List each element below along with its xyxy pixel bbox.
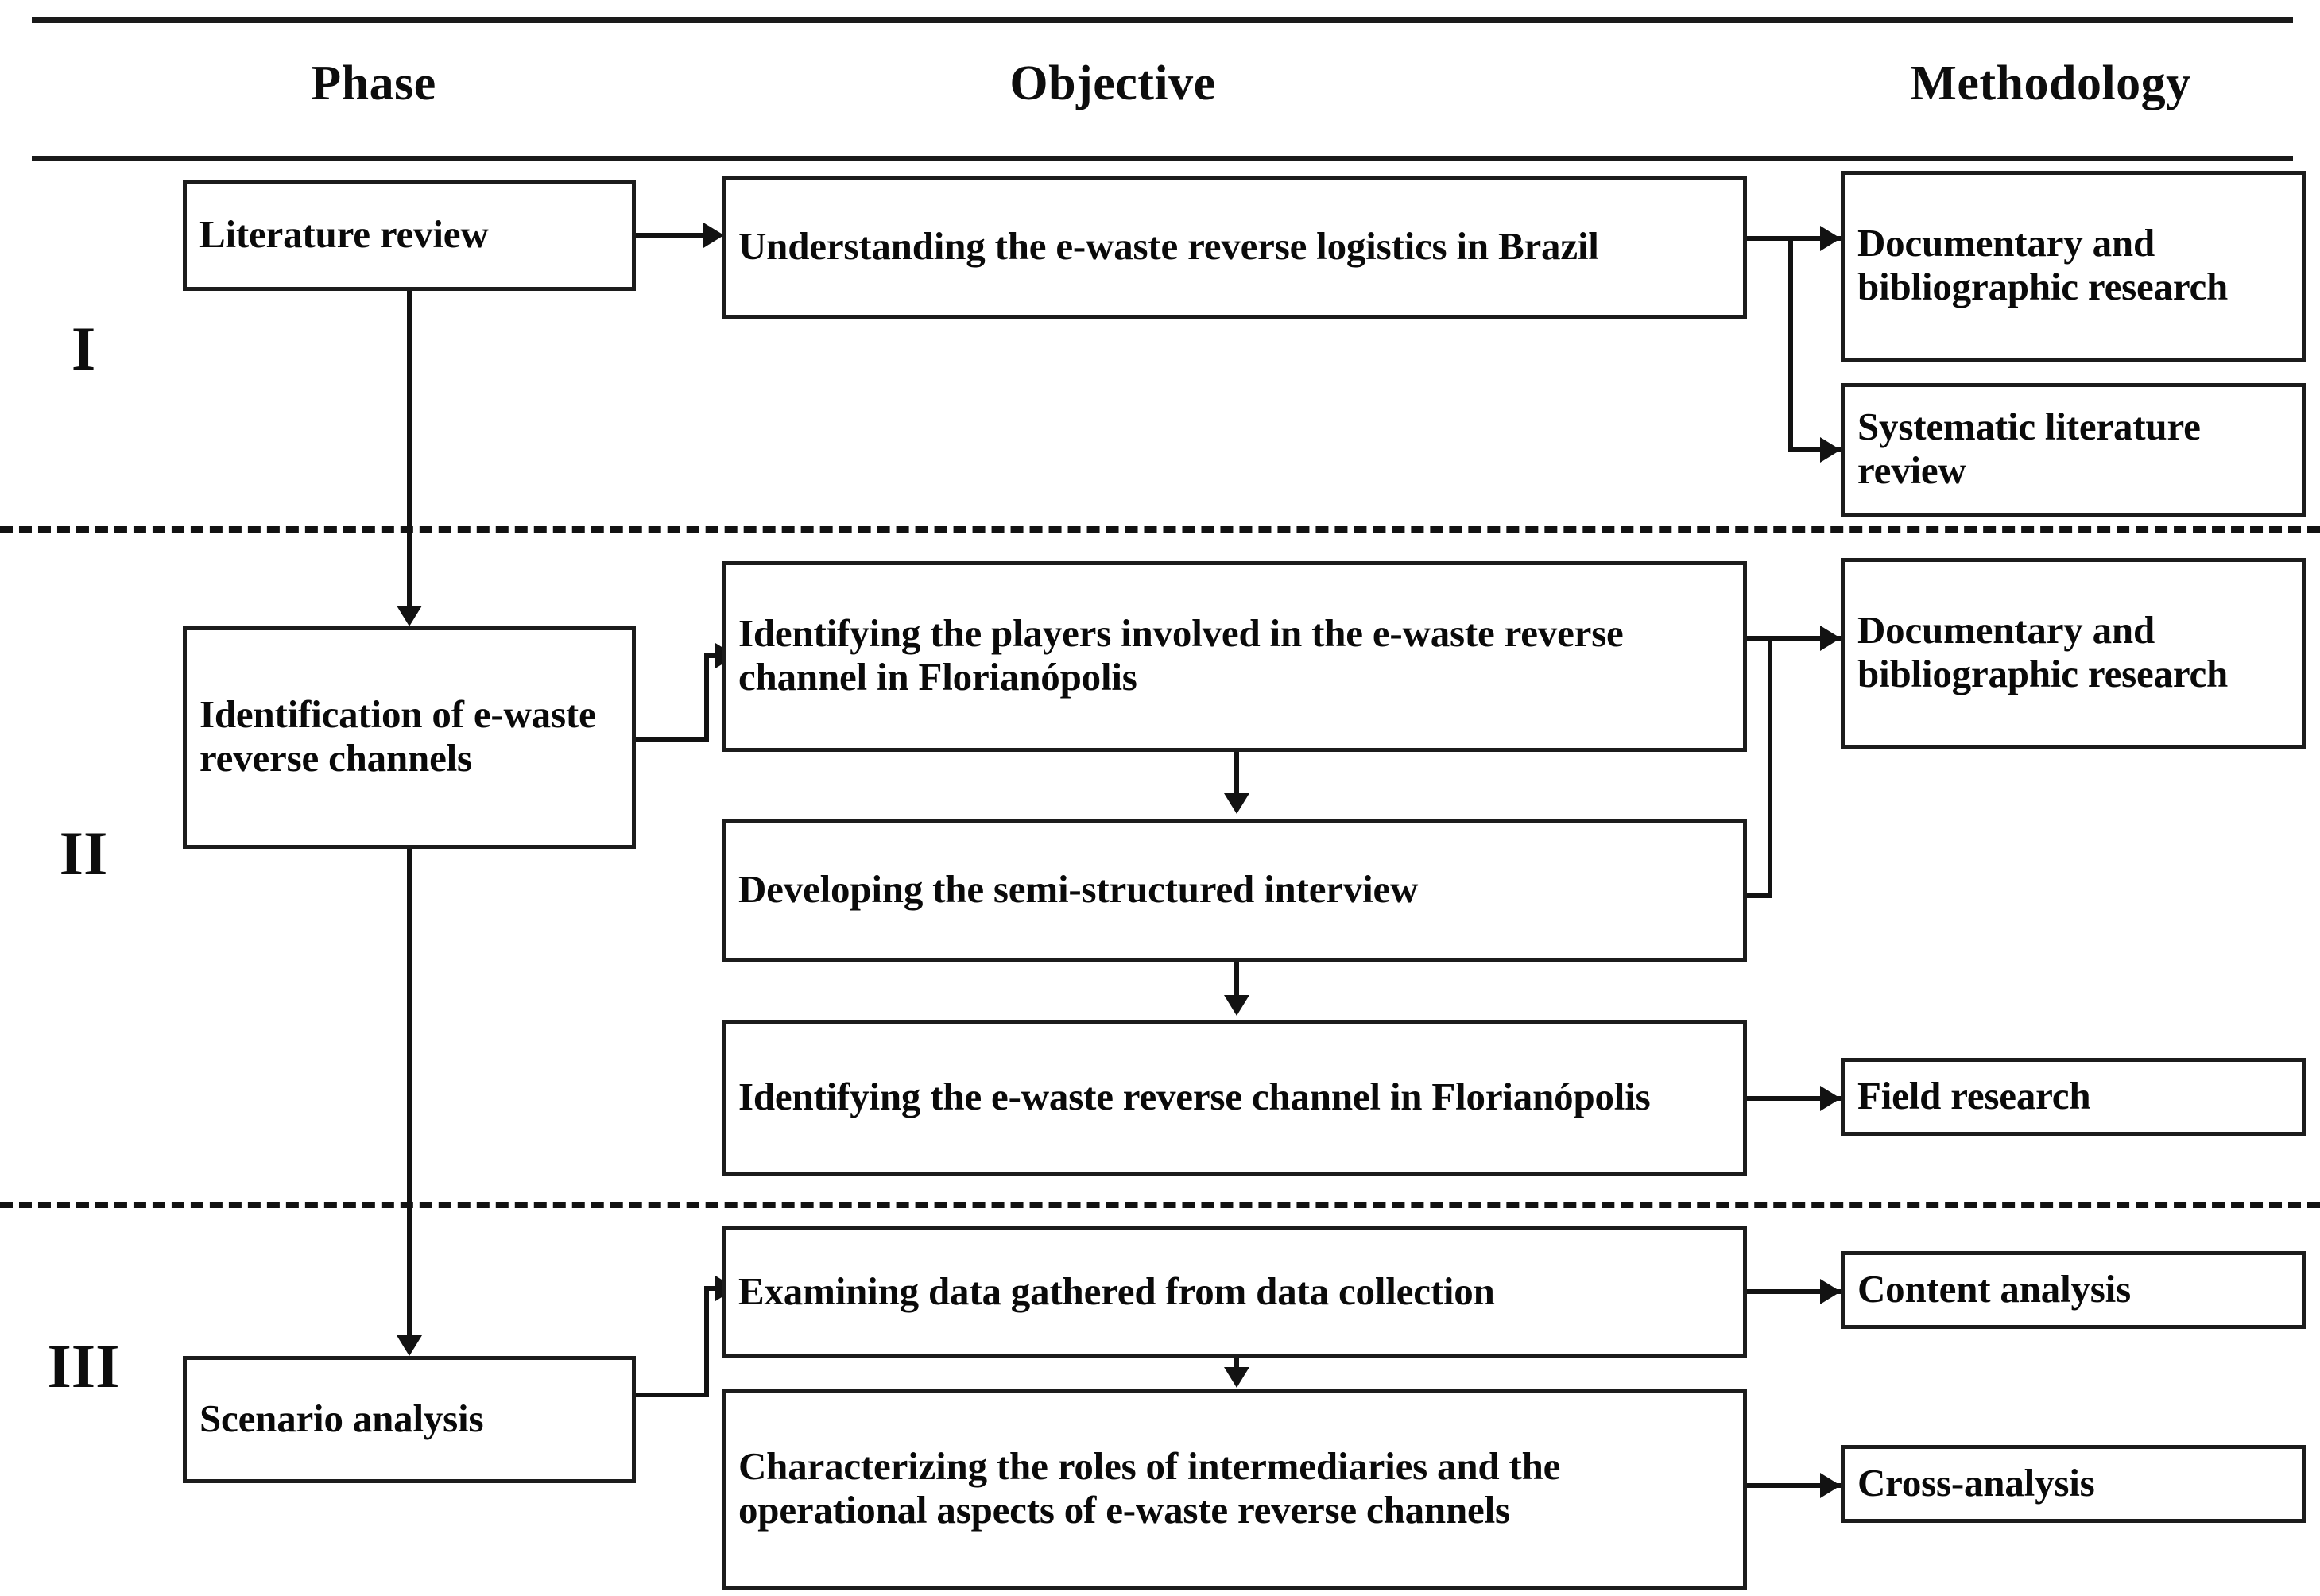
- arrowhead-p1-meth-1: [1820, 226, 1841, 251]
- methodology-box-p1-1[interactable]: Documentary and bibliographic research: [1841, 171, 2306, 362]
- phase-box-label-2: Identification of e-waste reverse channe…: [199, 692, 596, 780]
- column-header-methodology: Methodology: [1910, 56, 2191, 110]
- connector-p1-phase-to-obj: [636, 233, 703, 238]
- arrowhead-p1-meth-2: [1820, 437, 1841, 463]
- connector-p2-obj1-to-meth: [1747, 636, 1842, 641]
- arrowhead-p3-meth-2: [1820, 1473, 1841, 1498]
- objective-label-p1-1: Understanding the e-waste reverse logist…: [738, 223, 1599, 268]
- arrowhead-p2-obj1-to-obj2: [1224, 793, 1249, 814]
- objective-box-p2-2[interactable]: Developing the semi-structured interview: [722, 819, 1747, 962]
- objective-box-p1-1[interactable]: Understanding the e-waste reverse logist…: [722, 176, 1747, 319]
- phase-numeral-2: II: [59, 819, 108, 888]
- connector-p1-obj-drop: [1788, 236, 1793, 452]
- objective-label-p2-2: Developing the semi-structured interview: [738, 866, 1419, 911]
- header-bottom-rule: [32, 156, 2293, 161]
- phase-numeral-3: III: [47, 1331, 120, 1400]
- connector-p1-obj-to-meth-top: [1747, 236, 1842, 241]
- methodology-box-p2-1[interactable]: Documentary and bibliographic research: [1841, 558, 2306, 749]
- arrowhead-p3-meth-1: [1820, 1279, 1841, 1304]
- connector-p2-phase-v: [704, 653, 709, 742]
- connector-p3-phase-v: [704, 1286, 709, 1397]
- methodology-box-p3-2[interactable]: Cross-analysis: [1841, 1445, 2306, 1523]
- arrowhead-p2-to-p3: [397, 1335, 422, 1356]
- methodology-label-p3-1: Content analysis: [1857, 1266, 2131, 1311]
- phase-box-label-3: Scenario analysis: [199, 1396, 484, 1440]
- connector-p2-phase-h1: [636, 737, 709, 742]
- methodology-label-p1-1: Documentary and bibliographic research: [1857, 221, 2229, 308]
- arrowhead-p2-obj2-to-obj3: [1224, 995, 1249, 1016]
- objective-box-p3-2[interactable]: Characterizing the roles of intermediari…: [722, 1389, 1747, 1590]
- connector-p1-obj-to-meth-bottom: [1788, 447, 1842, 452]
- methodology-label-p1-2: Systematic literature review: [1857, 405, 2201, 492]
- methodology-label-p2-1: Documentary and bibliographic research: [1857, 608, 2229, 695]
- connector-p3-phase-h1: [636, 1393, 709, 1397]
- objective-label-p2-3: Identifying the e-waste reverse channel …: [738, 1074, 1651, 1118]
- phase-box-identification[interactable]: Identification of e-waste reverse channe…: [183, 626, 636, 849]
- phase-box-literature-review[interactable]: Literature review: [183, 180, 636, 291]
- column-header-phase: Phase: [311, 56, 436, 110]
- objective-label-p2-1: Identifying the players involved in the …: [738, 611, 1624, 699]
- methodology-box-p2-2[interactable]: Field research: [1841, 1058, 2306, 1136]
- connector-p3-obj1-to-meth: [1747, 1289, 1844, 1294]
- phase-numeral-1: I: [71, 314, 96, 383]
- phase-divider-2: [0, 1202, 2320, 1208]
- arrowhead-p1-to-p2: [397, 606, 422, 626]
- connector-p3-obj2-to-meth: [1747, 1483, 1844, 1488]
- arrowhead-p2-meth-2: [1820, 1086, 1841, 1111]
- objective-label-p3-2: Characterizing the roles of intermediari…: [738, 1444, 1561, 1532]
- methodology-box-p1-2[interactable]: Systematic literature review: [1841, 383, 2306, 517]
- connector-p3-obj1-to-obj2: [1234, 1358, 1239, 1374]
- arrowhead-p1-phase-to-obj: [703, 223, 724, 248]
- phase-box-label-1: Literature review: [199, 211, 489, 256]
- connector-p1-to-p2-trunk: [407, 291, 412, 611]
- arrowhead-p2-meth-1: [1820, 626, 1841, 651]
- connector-p2-obj2-to-merge: [1747, 893, 1772, 898]
- phase-box-scenario-analysis[interactable]: Scenario analysis: [183, 1356, 636, 1483]
- objective-box-p2-1[interactable]: Identifying the players involved in the …: [722, 561, 1747, 752]
- header-top-rule: [32, 17, 2293, 23]
- connector-p2-merge-v: [1768, 636, 1772, 898]
- objective-box-p2-3[interactable]: Identifying the e-waste reverse channel …: [722, 1020, 1747, 1176]
- connector-p2-obj1-to-obj2: [1234, 752, 1239, 798]
- objective-box-p3-1[interactable]: Examining data gathered from data collec…: [722, 1226, 1747, 1358]
- column-header-objective: Objective: [1009, 56, 1216, 110]
- arrowhead-p3-obj1-to-obj2: [1224, 1367, 1249, 1388]
- methodology-box-p3-1[interactable]: Content analysis: [1841, 1251, 2306, 1329]
- objective-label-p3-1: Examining data gathered from data collec…: [738, 1269, 1495, 1313]
- connector-p2-obj2-to-obj3: [1234, 962, 1239, 1000]
- methodology-label-p2-2: Field research: [1857, 1073, 2091, 1118]
- phase-divider-1: [0, 526, 2320, 533]
- connector-p2-obj3-to-meth: [1747, 1096, 1844, 1101]
- connector-p2-to-p3-trunk: [407, 849, 412, 1342]
- methodology-label-p3-2: Cross-analysis: [1857, 1460, 2095, 1505]
